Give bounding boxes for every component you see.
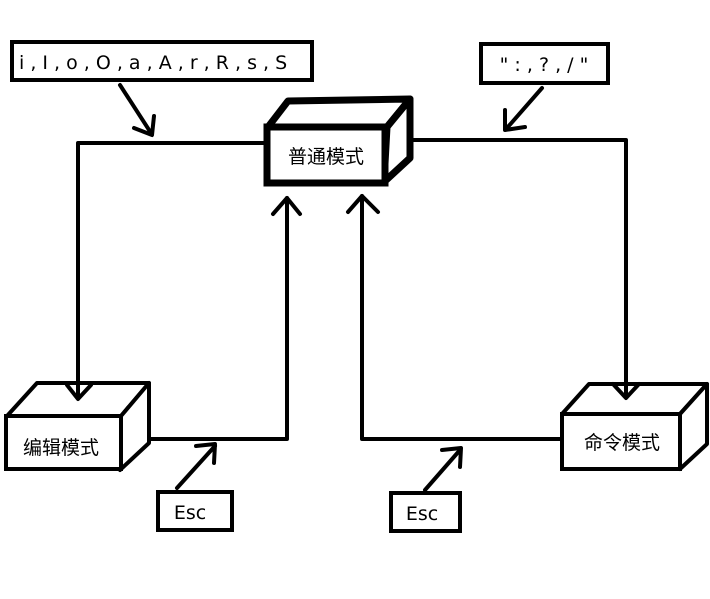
esc-edit-pointer	[175, 442, 217, 490]
edit-mode-label: 编辑模式	[23, 437, 99, 459]
command-mode-node: 命令模式	[560, 382, 709, 471]
command-to-normal-connector	[360, 194, 564, 441]
edit-mode-node: 编辑模式	[4, 381, 151, 472]
esc-command-pointer	[423, 446, 463, 492]
normal-to-edit-arrowhead	[65, 383, 93, 401]
insert-keys-label: i , I , o , O , a , A , r , R , s , S	[19, 52, 287, 74]
command-keys-pointer	[503, 86, 544, 132]
command-keys-label-box: " : , ? , / "	[479, 42, 610, 85]
esc-command-label: Esc	[406, 503, 438, 525]
insert-keys-pointer	[118, 83, 156, 137]
command-to-normal-arrowhead	[346, 194, 380, 214]
normal-to-command-arrowhead	[611, 382, 641, 400]
esc-edit-label: Esc	[174, 502, 206, 524]
normal-mode-node: 普通模式	[263, 95, 414, 187]
edit-to-normal-connector	[147, 196, 289, 441]
edit-to-normal-arrowhead	[271, 196, 302, 216]
normal-to-command-connector	[408, 138, 628, 398]
insert-keys-label-box: i , I , o , O , a , A , r , R , s , S	[10, 40, 314, 82]
esc-command-label-box: Esc	[389, 491, 462, 533]
command-keys-label: " : , ? , / "	[500, 54, 589, 76]
esc-edit-label-box: Esc	[156, 490, 234, 532]
normal-mode-label: 普通模式	[288, 146, 364, 168]
command-mode-label: 命令模式	[584, 432, 660, 454]
normal-to-edit-connector	[76, 141, 270, 399]
